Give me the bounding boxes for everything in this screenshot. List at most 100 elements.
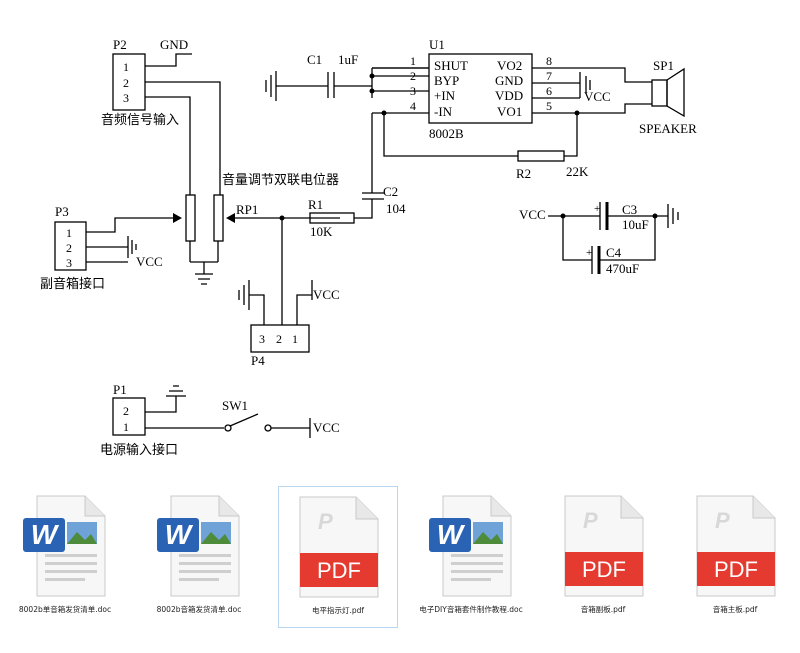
file-item-selected[interactable]: P PDF 电平指示灯.pdf bbox=[278, 486, 398, 628]
pdf-icon: P PDF bbox=[696, 495, 776, 597]
pdf-badge: PDF bbox=[317, 558, 361, 583]
p4-pin-2: 2 bbox=[276, 332, 282, 346]
u1-pin-7-name: GND bbox=[495, 73, 523, 88]
c1-value: 1uF bbox=[338, 52, 358, 67]
word-doc-icon: W bbox=[429, 495, 512, 597]
pdf-badge: PDF bbox=[714, 557, 758, 582]
u1-pin-3-name: +IN bbox=[434, 88, 456, 103]
rp1-ref: RP1 bbox=[236, 202, 258, 217]
sp1-ref: SP1 bbox=[653, 58, 674, 73]
p2-connector: P2 GND 1 2 3 音频信号输入 bbox=[101, 37, 221, 195]
sp1-speaker: SP1 SPEAKER bbox=[639, 58, 697, 136]
r2-ref: R2 bbox=[516, 166, 531, 181]
c4-ref: C4 bbox=[606, 245, 622, 260]
u1-pin-7-num: 7 bbox=[546, 69, 552, 83]
file-item[interactable]: W 电子DIY音箱套件制作教程.doc bbox=[412, 486, 530, 626]
file-name: 电子DIY音箱套件制作教程.doc bbox=[419, 605, 523, 614]
circuit-schematic: P2 GND 1 2 3 音频信号输入 音量调节双联电位器 RP1 P3 1 2… bbox=[40, 37, 697, 457]
u1-pin-2-name: BYP bbox=[434, 73, 459, 88]
u1-pin-8-num: 8 bbox=[546, 54, 552, 68]
r1-ref: R1 bbox=[308, 197, 323, 212]
p4-ref: P4 bbox=[251, 353, 265, 368]
u1-pin-2-num: 2 bbox=[410, 69, 416, 83]
u1-pin-6-num: 6 bbox=[546, 84, 552, 98]
file-name: 电平指示灯.pdf bbox=[311, 606, 365, 615]
p3-connector: P3 1 2 3 副音箱接口 VCC bbox=[40, 204, 163, 291]
file-name: 音箱主板.pdf bbox=[712, 605, 758, 614]
svg-text:P: P bbox=[583, 508, 598, 533]
file-list: W 8002b单音箱发货清单.doc W 8002b音箱发货清单.doc P P… bbox=[0, 486, 800, 653]
p4-pin-1: 1 bbox=[292, 332, 298, 346]
c3-value: 10uF bbox=[622, 217, 649, 232]
u1-pin-1-name: SHUT bbox=[434, 58, 468, 73]
file-name: 8002b单音箱发货清单.doc bbox=[18, 605, 112, 614]
u1-pin-4-name: -IN bbox=[434, 104, 453, 119]
sp1-label: SPEAKER bbox=[639, 121, 697, 136]
c4-value: 470uF bbox=[606, 261, 639, 276]
c1-capacitor: C1 1uF bbox=[265, 52, 375, 101]
svg-text:P: P bbox=[318, 509, 333, 534]
pot-title: 音量调节双联电位器 bbox=[222, 172, 339, 187]
u1-pin-8-name: VO2 bbox=[497, 58, 522, 73]
pdf-icon: P PDF bbox=[299, 496, 379, 598]
u1-vcc-label: VCC bbox=[584, 89, 611, 104]
file-item[interactable]: P PDF 音箱主板.pdf bbox=[676, 486, 794, 626]
u1-pin-5-name: VO1 bbox=[497, 104, 522, 119]
file-item[interactable]: W 8002b单音箱发货清单.doc bbox=[6, 486, 124, 626]
p2-pin-1: 1 bbox=[123, 60, 129, 74]
p2-pin-3: 3 bbox=[123, 91, 129, 105]
p2-ref: P2 bbox=[113, 37, 127, 52]
c1-ref: C1 bbox=[307, 52, 322, 67]
file-item[interactable]: P PDF 音箱副板.pdf bbox=[544, 486, 662, 626]
svg-text:W: W bbox=[31, 519, 60, 550]
r1-c2-network: R1 10K C2 104 bbox=[279, 113, 406, 300]
p4-pin-3: 3 bbox=[259, 332, 265, 346]
svg-text:W: W bbox=[437, 519, 466, 550]
p1-pin-2: 2 bbox=[123, 404, 129, 418]
r1-value: 10K bbox=[310, 224, 333, 239]
p1-pin-1: 1 bbox=[123, 420, 129, 434]
p4-connector: VCC 3 2 1 P4 bbox=[238, 280, 340, 368]
file-name: 音箱副板.pdf bbox=[580, 605, 626, 614]
p3-ref: P3 bbox=[55, 204, 69, 219]
p3-pin-3: 3 bbox=[66, 256, 72, 270]
p1-ref: P1 bbox=[113, 382, 127, 397]
p2-gnd-label: GND bbox=[160, 37, 188, 52]
p1-label: 电源输入接口 bbox=[100, 442, 178, 457]
file-name: 8002b音箱发货清单.doc bbox=[156, 605, 242, 614]
c3-ref: C3 bbox=[622, 202, 637, 217]
u1-part: 8002B bbox=[429, 126, 464, 141]
svg-text:+: + bbox=[586, 247, 592, 259]
c2-value: 104 bbox=[386, 201, 406, 216]
u1-pin-5-num: 5 bbox=[546, 99, 552, 113]
svg-text:+: + bbox=[594, 203, 600, 215]
svg-text:W: W bbox=[165, 519, 194, 550]
sw1-vcc-label: VCC bbox=[313, 420, 340, 435]
u1-pin-1-num: 1 bbox=[410, 54, 416, 68]
p3-vcc-label: VCC bbox=[136, 254, 163, 269]
pdf-badge: PDF bbox=[582, 557, 626, 582]
p1-power-connector: P1 2 1 电源输入接口 SW1 VCC bbox=[100, 382, 340, 457]
p3-label: 副音箱接口 bbox=[40, 276, 105, 291]
u1-ref: U1 bbox=[429, 37, 445, 52]
word-doc-icon: W bbox=[157, 495, 240, 597]
u1-pin-6-name: VDD bbox=[495, 88, 523, 103]
decoupling-capacitors: VCC + C3 10uF + C4 470uF bbox=[519, 202, 679, 276]
p4-vcc-label: VCC bbox=[313, 287, 340, 302]
u1-pin-4-num: 4 bbox=[410, 99, 416, 113]
word-doc-icon: W bbox=[23, 495, 106, 597]
p2-pin-2: 2 bbox=[123, 76, 129, 90]
u1-pin-3-num: 3 bbox=[410, 84, 416, 98]
r2-value: 22K bbox=[566, 164, 589, 179]
c2-ref: C2 bbox=[383, 184, 398, 199]
sw1-ref: SW1 bbox=[222, 398, 248, 413]
rp1-dual-potentiometer: 音量调节双联电位器 RP1 bbox=[86, 172, 340, 285]
decoupling-vcc-label: VCC bbox=[519, 207, 546, 222]
svg-text:P: P bbox=[715, 508, 730, 533]
p2-label: 音频信号输入 bbox=[101, 112, 179, 127]
p3-pin-2: 2 bbox=[66, 241, 72, 255]
pdf-icon: P PDF bbox=[564, 495, 644, 597]
u1-amplifier-ic: U1 8002B 1 2 3 4 SHUT BYP +IN -IN VO2 GN… bbox=[372, 37, 652, 181]
file-item[interactable]: W 8002b音箱发货清单.doc bbox=[140, 486, 258, 626]
p3-pin-1: 1 bbox=[66, 226, 72, 240]
